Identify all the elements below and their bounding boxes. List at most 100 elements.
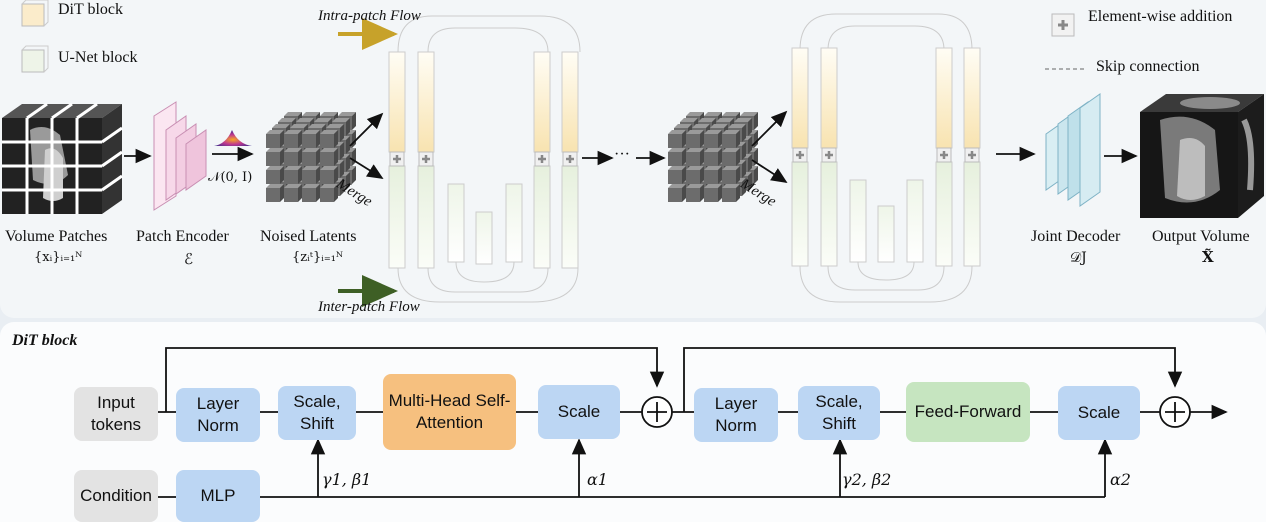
- latent-cube: [722, 188, 736, 202]
- volume-patches-symbol: {xᵢ}ᵢ₌₁ᴺ: [34, 250, 83, 265]
- layer-norm-1-box: Layer Norm: [176, 388, 260, 442]
- feed-forward-box: Feed-Forward: [906, 382, 1030, 442]
- scale-1-box: Scale: [538, 385, 620, 439]
- unet-group-1: [388, 15, 581, 303]
- latent-cube: [680, 118, 698, 122]
- latent-cube: [332, 118, 350, 122]
- latent-cube: [346, 172, 350, 190]
- latent-cube: [352, 112, 356, 130]
- latent-cube: [314, 118, 332, 122]
- latent-cube: [302, 184, 320, 188]
- latent-cube: [722, 148, 740, 152]
- inter-flow-label: Inter-patch Flow: [318, 299, 420, 315]
- latent-cube: [338, 112, 356, 116]
- latent-cube: [742, 160, 746, 178]
- dit-block-title: DiT block: [12, 332, 78, 349]
- latent-cube: [674, 124, 692, 128]
- latent-cube: [682, 130, 686, 148]
- output-volume-symbol: X̃: [1202, 248, 1214, 266]
- output-volume-cube: [1140, 94, 1264, 218]
- latent-cube: [298, 130, 302, 148]
- latent-cube: [686, 152, 700, 166]
- latent-cube: [668, 152, 682, 166]
- latent-cube: [320, 130, 338, 134]
- latent-cube: [686, 188, 700, 202]
- latent-cube: [334, 166, 338, 184]
- latent-cube: [748, 136, 752, 154]
- patch-encoder-symbol: ℰ: [184, 250, 194, 268]
- latent-cube: [334, 184, 338, 202]
- legend-dit-swatch: [21, 0, 49, 27]
- latent-cube: [682, 166, 686, 184]
- latent-cube: [698, 118, 716, 122]
- latent-cube: [740, 112, 758, 116]
- latent-cube: [320, 148, 338, 152]
- noised-latents-cube: [266, 112, 356, 202]
- volume-patches-cube: [2, 102, 123, 214]
- latent-cube: [302, 130, 320, 134]
- patch-encoder-label: Patch Encoder: [136, 228, 229, 245]
- latent-cube: [278, 118, 296, 122]
- latent-cube: [308, 124, 326, 128]
- latent-cube: [686, 130, 704, 134]
- latent-cube: [340, 124, 344, 142]
- latent-cube: [280, 166, 284, 184]
- intra-flow-label: Intra-patch Flow: [318, 8, 421, 24]
- latent-cube: [686, 112, 704, 116]
- gamma-beta-1-label: γ1, β1: [322, 470, 372, 489]
- latent-cube: [284, 112, 302, 116]
- condition-box: Condition: [74, 470, 158, 522]
- latent-cube: [704, 130, 722, 134]
- alpha-1-label: α1: [587, 470, 608, 489]
- latent-cube: [284, 188, 298, 202]
- latent-cube: [686, 184, 704, 188]
- latent-cube: [266, 188, 280, 202]
- latent-cube: [334, 148, 338, 166]
- latent-cube: [320, 166, 338, 170]
- latent-cube: [682, 148, 686, 166]
- latent-cube: [316, 148, 320, 166]
- latent-cube: [704, 166, 722, 170]
- latent-cube: [316, 166, 320, 184]
- joint-decoder-label: Joint Decoder: [1031, 228, 1121, 245]
- unet-group-2: [791, 13, 981, 303]
- joint-decoder-shape: [1045, 93, 1101, 207]
- legend-plus-swatch: [1051, 13, 1075, 37]
- latent-cube: [742, 142, 746, 160]
- latent-cube: [748, 154, 752, 172]
- latent-cube: [346, 118, 350, 136]
- latent-cube: [340, 142, 344, 160]
- noise-distribution-icon: [214, 130, 252, 146]
- legend-unet-swatch: [21, 45, 49, 73]
- latent-cube: [748, 118, 752, 136]
- latent-cube: [722, 134, 736, 148]
- scale-shift-2-box: Scale, Shift: [798, 386, 880, 440]
- latent-cube: [320, 170, 334, 184]
- latent-cube: [742, 178, 746, 196]
- latent-cube: [316, 184, 320, 202]
- multi-head-self-attention-box: Multi-Head Self-Attention: [383, 374, 516, 450]
- latent-cube: [668, 184, 686, 188]
- latent-cube: [284, 148, 302, 152]
- latent-cube: [668, 188, 682, 202]
- latent-cube: [704, 152, 718, 166]
- latent-cube: [266, 148, 284, 152]
- legend-dit-label: DiT block: [58, 1, 124, 18]
- legend-addition-label: Element-wise addition: [1088, 8, 1233, 25]
- latent-cube: [736, 166, 740, 184]
- latent-cube: [704, 134, 718, 148]
- latent-cube: [320, 184, 338, 188]
- latent-cube: [340, 178, 344, 196]
- gamma-beta-2-label: γ2, β2: [842, 470, 892, 489]
- latent-cube: [284, 170, 298, 184]
- latent-cube: [302, 166, 320, 170]
- latent-cube: [704, 184, 722, 188]
- input-tokens-box: Input tokens: [74, 387, 158, 441]
- latent-cube: [722, 130, 740, 134]
- latent-cube: [302, 112, 320, 116]
- latent-cube: [704, 112, 722, 116]
- latent-cube: [710, 124, 728, 128]
- latent-cube: [298, 166, 302, 184]
- latent-cube: [320, 152, 334, 166]
